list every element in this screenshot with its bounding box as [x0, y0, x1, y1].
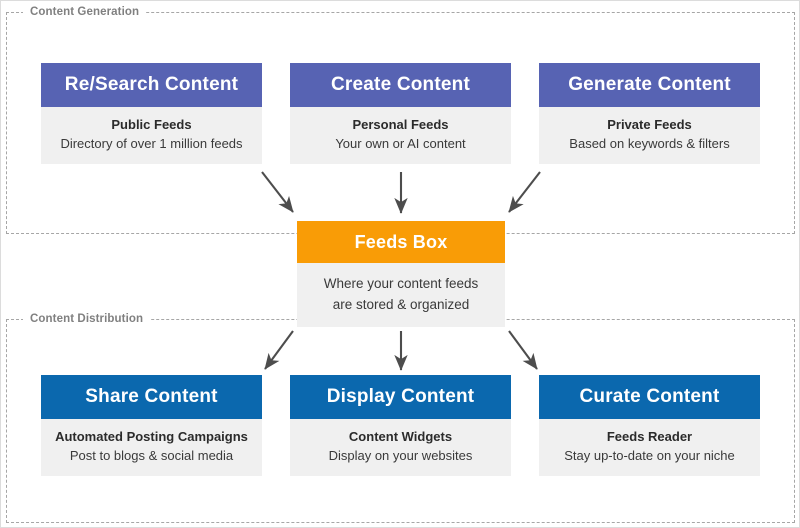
- arrow-feedsbox-to-curate: [508, 330, 538, 370]
- arrow-feedsbox-to-share: [264, 330, 294, 370]
- card-generate-content-body-sub: Based on keywords & filters: [569, 136, 730, 151]
- card-research-content-body-title: Public Feeds: [111, 117, 192, 132]
- card-create-content-body: Personal Feeds Your own or AI content: [290, 107, 511, 164]
- card-generate-content-header: Generate Content: [539, 63, 760, 107]
- card-generate-content[interactable]: Generate Content Private Feeds Based on …: [539, 63, 760, 164]
- card-feeds-box-body-sub-line2: are stored & organized: [332, 297, 470, 312]
- card-share-content-header: Share Content: [41, 375, 262, 419]
- card-share-content[interactable]: Share Content Automated Posting Campaign…: [41, 375, 262, 476]
- card-share-content-body: Automated Posting Campaigns Post to blog…: [41, 419, 262, 476]
- card-create-content-body-title: Personal Feeds: [352, 117, 449, 132]
- card-create-content-header: Create Content: [290, 63, 511, 107]
- card-create-content-body-sub: Your own or AI content: [335, 136, 466, 151]
- group-label-content-distribution: Content Distribution: [23, 312, 151, 326]
- card-research-content-header: Re/Search Content: [41, 63, 262, 107]
- card-curate-content[interactable]: Curate Content Feeds Reader Stay up-to-d…: [539, 375, 760, 476]
- card-curate-content-body-title: Feeds Reader: [606, 429, 693, 444]
- card-research-content-body: Public Feeds Directory of over 1 million…: [41, 107, 262, 164]
- card-feeds-box-body-sub-line1: Where your content feeds: [323, 276, 479, 291]
- arrow-research-to-feedsbox: [261, 171, 294, 213]
- arrow-generate-to-feedsbox: [508, 171, 541, 213]
- group-label-content-generation: Content Generation: [23, 5, 147, 19]
- card-share-content-body-sub: Post to blogs & social media: [69, 448, 234, 463]
- card-create-content[interactable]: Create Content Personal Feeds Your own o…: [290, 63, 511, 164]
- card-display-content-body: Content Widgets Display on your websites: [290, 419, 511, 476]
- card-feeds-box-body: Where your content feeds are stored & or…: [297, 263, 505, 327]
- card-display-content-header: Display Content: [290, 375, 511, 419]
- card-display-content-body-sub: Display on your websites: [328, 448, 473, 463]
- card-generate-content-body: Private Feeds Based on keywords & filter…: [539, 107, 760, 164]
- card-feeds-box[interactable]: Feeds Box Where your content feeds are s…: [297, 221, 505, 327]
- card-curate-content-header: Curate Content: [539, 375, 760, 419]
- card-research-content[interactable]: Re/Search Content Public Feeds Directory…: [41, 63, 262, 164]
- card-display-content[interactable]: Display Content Content Widgets Display …: [290, 375, 511, 476]
- card-curate-content-body: Feeds Reader Stay up-to-date on your nic…: [539, 419, 760, 476]
- card-feeds-box-header: Feeds Box: [297, 221, 505, 263]
- card-research-content-body-sub: Directory of over 1 million feeds: [60, 136, 243, 151]
- card-curate-content-body-sub: Stay up-to-date on your niche: [564, 448, 735, 463]
- card-generate-content-body-title: Private Feeds: [607, 117, 692, 132]
- card-display-content-body-title: Content Widgets: [348, 429, 453, 444]
- card-share-content-body-title: Automated Posting Campaigns: [55, 429, 248, 444]
